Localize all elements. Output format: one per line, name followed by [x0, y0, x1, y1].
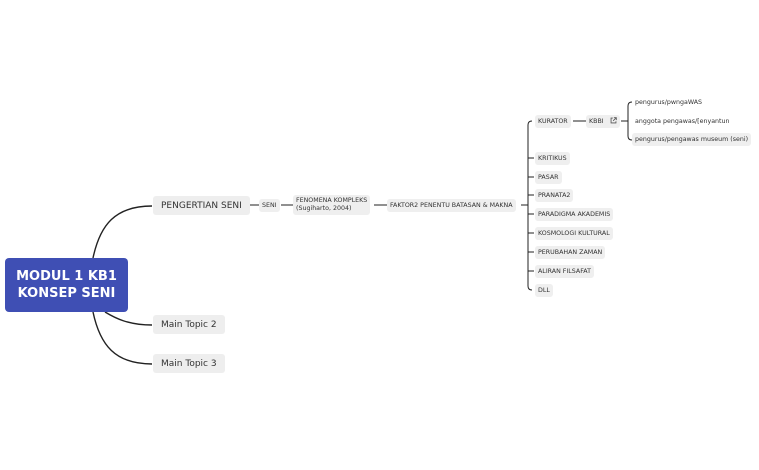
kbbi-bracket	[627, 101, 633, 141]
fenomena-line2: (Sugiharto, 2004)	[296, 205, 352, 212]
factor-pranata2[interactable]: PRANATA2	[535, 189, 574, 202]
factor-perubahan-zaman[interactable]: PERUBAHAN ZAMAN	[535, 246, 606, 259]
central-topic-line1: MODUL 1 KB1	[16, 269, 117, 284]
kbbi-item-pengawas-museum[interactable]: pengurus/pengawas museum (seni)	[632, 133, 752, 146]
kbbi-item-anggota-pengawas[interactable]: anggota pengawas/[enyantun	[635, 118, 730, 125]
factor-bracket	[527, 120, 533, 291]
factor-kosmologi-kultural[interactable]: KOSMOLOGI KULTURAL	[535, 227, 613, 240]
main-topic-pengertian-seni[interactable]: PENGERTIAN SENI	[153, 196, 250, 215]
central-topic-line2: KONSEP SENI	[17, 286, 116, 301]
factor-kurator[interactable]: KURATOR	[535, 115, 571, 128]
factor-paradigma-akademis[interactable]: PARADIGMA AKADEMIS	[535, 208, 614, 221]
connector-root-topic3	[92, 311, 153, 365]
central-topic[interactable]: MODUL 1 KB1 KONSEP SENI	[5, 258, 128, 312]
kbbi-label: KBBI	[589, 118, 604, 125]
factor-aliran-filsafat[interactable]: ALIRAN FILSAFAT	[535, 265, 594, 278]
subtopic-faktor-penentu[interactable]: FAKTOR2 PENENTU BATASAN & MAKNA	[387, 199, 516, 212]
fenomena-line1: FENOMENA KOMPLEKS	[296, 197, 368, 204]
connector-root-topic2	[104, 311, 153, 326]
subtopic-fenomena-kompleks[interactable]: FENOMENA KOMPLEKS (Sugiharto, 2004)	[293, 195, 371, 215]
factor-pasar[interactable]: PASAR	[535, 171, 562, 184]
external-link-icon[interactable]	[610, 117, 617, 126]
factor-dll[interactable]: DLL	[535, 284, 553, 297]
main-topic-3[interactable]: Main Topic 3	[153, 354, 225, 373]
subtopic-kbbi[interactable]: KBBI	[586, 115, 620, 128]
kbbi-item-pengurus-pengawas[interactable]: pengurus/pwngaWAS	[635, 99, 703, 106]
main-topic-2[interactable]: Main Topic 2	[153, 315, 225, 334]
subtopic-seni[interactable]: SENI	[259, 199, 280, 212]
factor-kritikus[interactable]: KRITIKUS	[535, 152, 570, 165]
connector-root-topic1	[92, 205, 153, 259]
